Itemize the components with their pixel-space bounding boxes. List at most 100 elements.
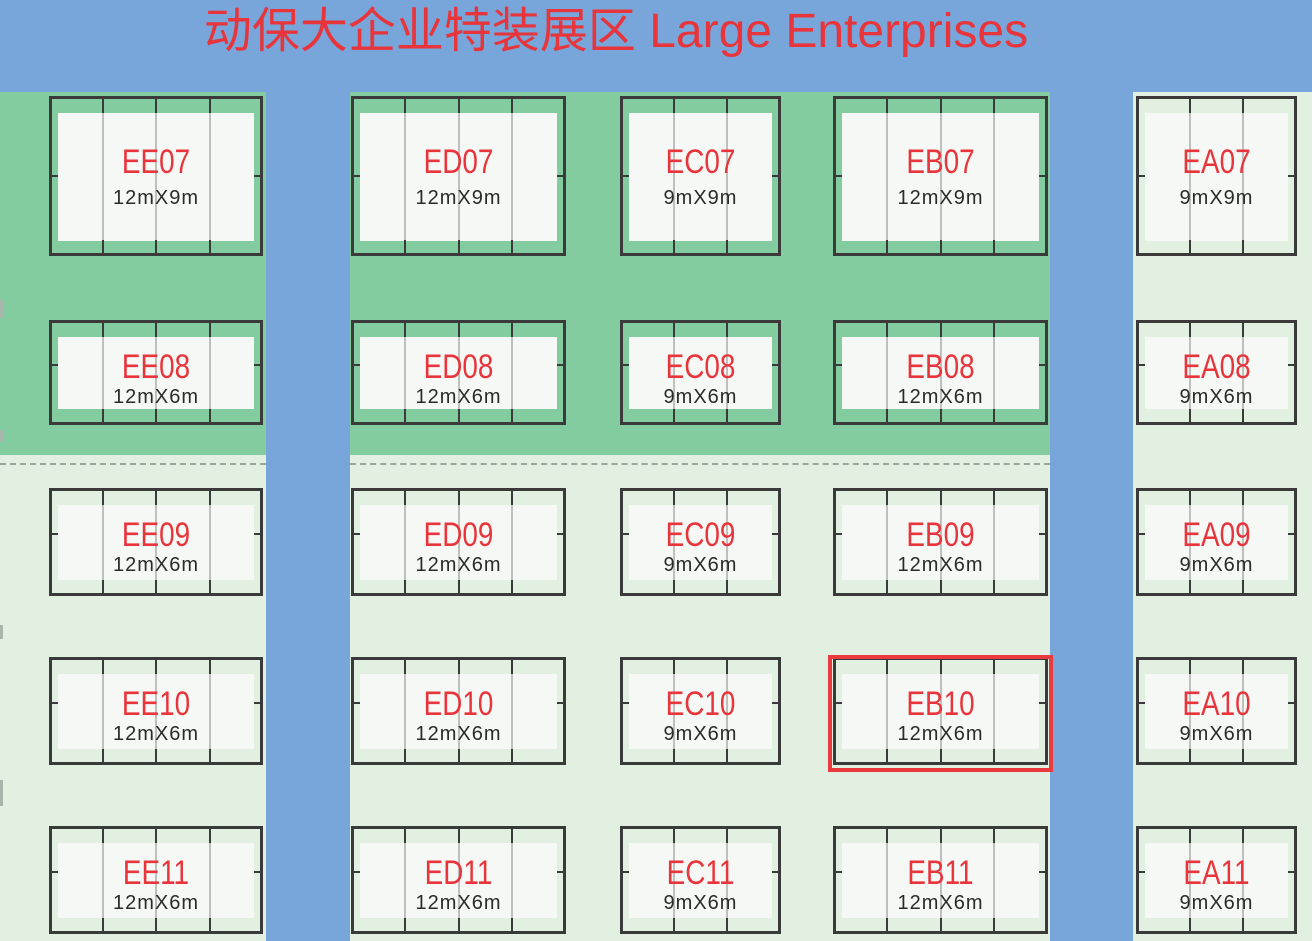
booth-code: EB11 (907, 854, 974, 892)
booth-code: ED10 (423, 685, 494, 723)
booth-eb07[interactable]: EB07 12mX9m (833, 96, 1048, 256)
booth-code: ED11 (424, 854, 493, 892)
booth-size: 9mX9m (1179, 187, 1254, 209)
booth-size: 12mX6m (897, 723, 984, 745)
booth-code: EB08 (906, 348, 975, 386)
booth-size: 12mX6m (415, 386, 502, 408)
booth-frame (1136, 488, 1297, 596)
booth-code: EA11 (1183, 854, 1250, 892)
booth-code: ED08 (423, 348, 494, 386)
booth-frame (1136, 320, 1297, 425)
booth-code: ED07 (423, 143, 494, 181)
booth-size: 12mX6m (415, 554, 502, 576)
booth-size: 12mX6m (897, 386, 984, 408)
booth-size: 9mX6m (1179, 386, 1254, 408)
booth-frame (351, 657, 566, 765)
booth-code: EE08 (121, 348, 191, 386)
booth-code: EB07 (906, 143, 975, 181)
booth-code: EE07 (121, 143, 191, 181)
booth-frame (620, 320, 781, 425)
booth-size: 9mX6m (663, 723, 738, 745)
edge-mark (0, 430, 3, 442)
booth-size: 12mX6m (112, 386, 200, 408)
booth-frame (1136, 826, 1297, 934)
edge-mark (0, 625, 3, 639)
map-header: 动保大企业特装展区 Large Enterprises (0, 0, 1312, 92)
zone-title: 动保大企业特装展区 Large Enterprises (203, 5, 1029, 58)
booth-size: 12mX6m (415, 723, 502, 745)
booth-frame (351, 488, 566, 596)
booth-code: EB10 (906, 685, 975, 723)
booth-frame (49, 96, 263, 256)
booth-size: 9mX6m (663, 892, 738, 914)
aisle-left (266, 92, 350, 941)
booth-size: 12mX6m (897, 554, 984, 576)
zone-divider-center (350, 463, 1050, 465)
booth-size: 12mX9m (897, 187, 984, 209)
booth-code: EE10 (121, 685, 191, 723)
booth-highlight (828, 655, 1053, 772)
booth-ed07[interactable]: ED07 12mX9m (351, 96, 566, 256)
booth-code: EE09 (121, 516, 191, 554)
booth-floor (629, 674, 772, 749)
booth-size: 12mX9m (415, 187, 502, 209)
booth-code: EC08 (665, 348, 736, 386)
booth-code: EC09 (665, 516, 736, 554)
booth-frame (1136, 657, 1297, 765)
booth-floor (629, 337, 772, 409)
booth-frame (620, 96, 781, 256)
booth-code: EE11 (122, 854, 190, 892)
booth-floor (1145, 113, 1288, 241)
booth-frame (351, 826, 566, 934)
booth-code: ED09 (423, 516, 494, 554)
booth-floor (1145, 843, 1288, 918)
booth-frame (833, 96, 1048, 256)
booth-ea07[interactable]: EA07 9mX9m (1136, 96, 1297, 256)
edge-mark (0, 300, 3, 318)
booth-floor (1145, 505, 1288, 580)
booth-frame (620, 826, 781, 934)
booth-size: 12mX6m (112, 723, 200, 745)
booth-floor (629, 843, 772, 918)
booth-frame (351, 320, 566, 425)
edge-mark (0, 780, 3, 806)
booth-frame (49, 320, 263, 425)
booth-size: 12mX6m (112, 554, 200, 576)
booth-size: 12mX6m (897, 892, 984, 914)
booth-code: EB09 (906, 516, 975, 554)
booth-frame (833, 320, 1048, 425)
aisle-right (1050, 92, 1133, 941)
booth-code: EC10 (665, 685, 736, 723)
booth-frame (833, 488, 1048, 596)
booth-floor (629, 113, 772, 241)
booth-code: EC07 (665, 143, 736, 181)
booth-frame (351, 96, 566, 256)
booth-code: EA07 (1182, 143, 1251, 181)
booth-floor (629, 505, 772, 580)
booth-frame (49, 657, 263, 765)
booth-frame (1136, 96, 1297, 256)
